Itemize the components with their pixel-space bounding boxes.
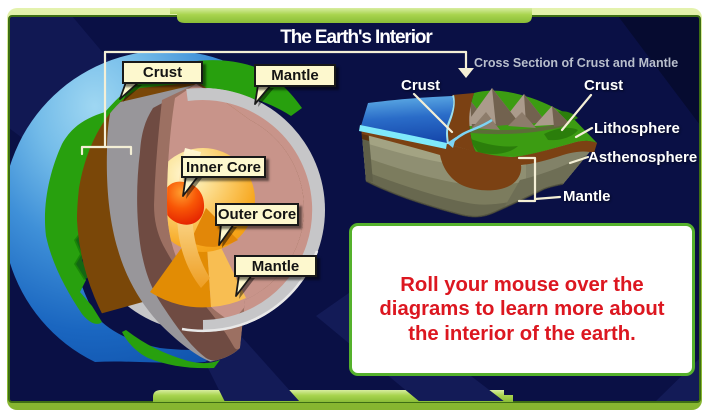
block-water-edge [359,125,447,149]
label-crust-right[interactable]: Crust [584,77,624,94]
block-river-mouth [447,137,456,148]
instruction-line-1: Roll your mouse over the [400,273,644,296]
label-crust-earth-text: Crust [142,64,183,81]
instruction-box: Roll your mouse over the diagrams to lea… [349,223,695,376]
label-crust-earth[interactable]: Crust [122,61,203,84]
cross-section-heading: Cross Section of Crust and Mantle [474,56,679,70]
label-mantle-block[interactable]: Mantle [563,188,611,205]
section-ring [186,88,325,332]
arrow-down-icon [458,68,474,78]
page-title: The Earth's Interior [280,27,433,48]
label-outer-core-text: Outer Core [217,206,297,223]
label-asthenosphere[interactable]: Asthenosphere [588,149,698,166]
label-tails [119,81,274,299]
block-ocean [361,96,454,144]
label-inner-core-text: Inner Core [185,158,261,176]
mantle-bracket [517,156,562,203]
instruction-line-3: the interior of the earth. [408,322,636,345]
label-mantle-lower-text: Mantle [251,257,300,275]
label-mantle-upper[interactable]: Mantle [254,64,336,87]
label-mantle-lower[interactable]: Mantle [234,255,317,277]
label-lithosphere[interactable]: Lithosphere [594,120,680,137]
label-crust-left[interactable]: Crust [401,77,441,94]
frame-top-tab [170,8,532,23]
block-shoreline [446,95,455,144]
label-inner-core[interactable]: Inner Core [181,156,266,178]
crust-bracket [80,145,133,156]
label-outer-core[interactable]: Outer Core [215,203,299,226]
instruction-line-2: diagrams to learn more about [379,298,665,321]
label-mantle-upper-text: Mantle [271,67,319,84]
block-bottom-edge [365,180,564,218]
pointer-lines [80,50,594,203]
